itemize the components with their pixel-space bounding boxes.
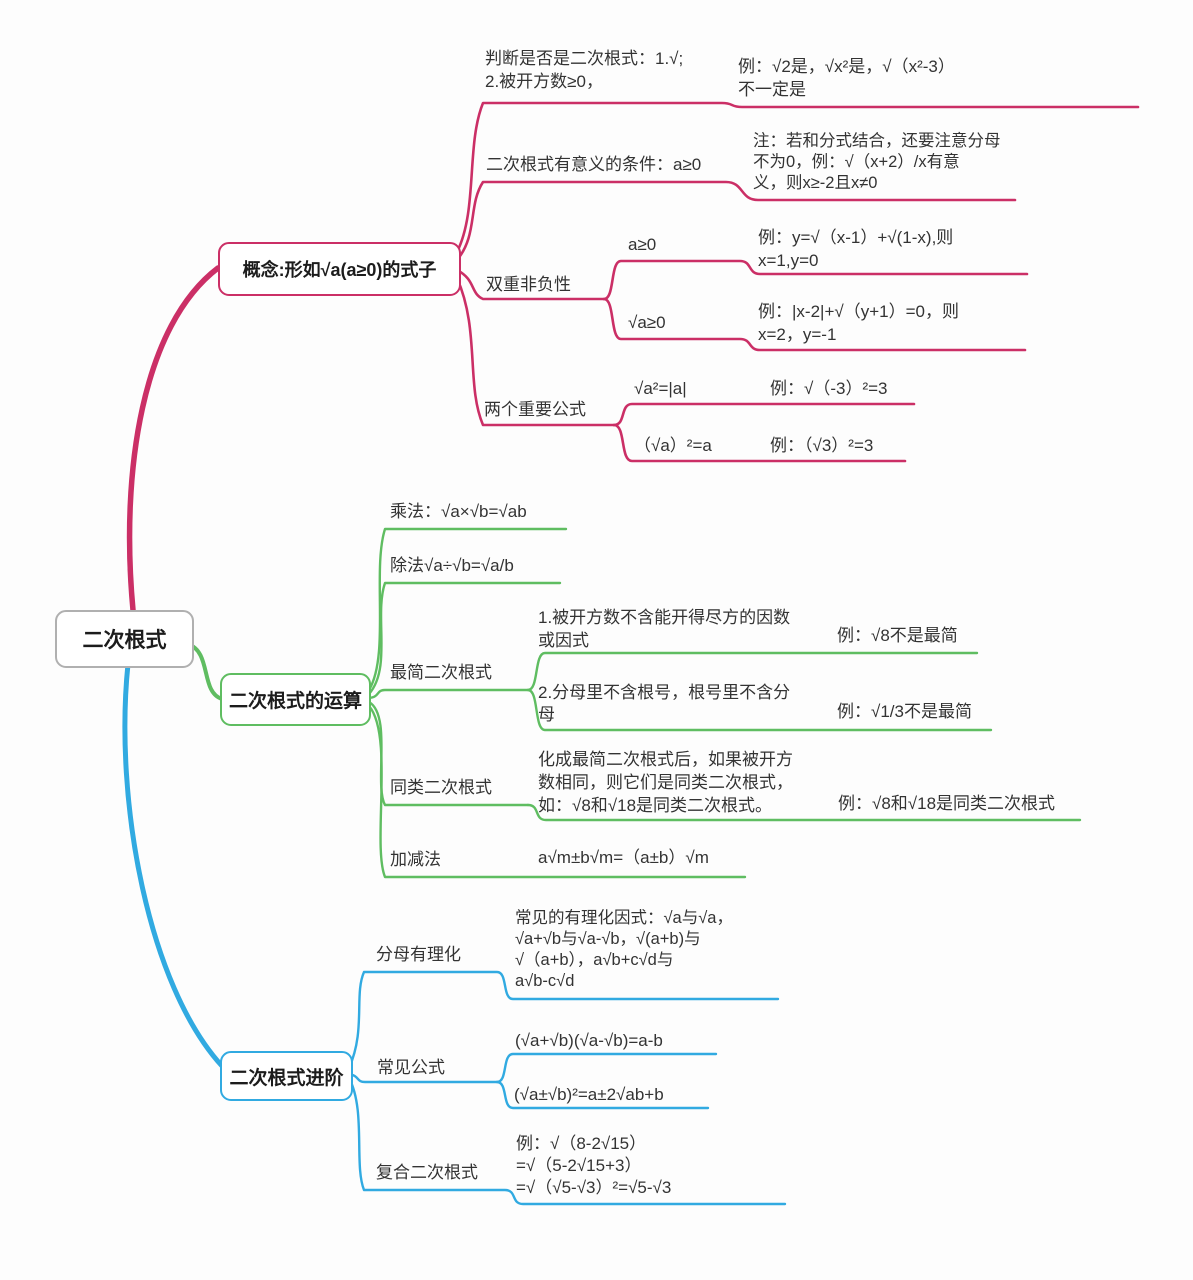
branch-op-addsub <box>367 704 747 879</box>
branch-adv-compound <box>347 1076 787 1206</box>
branch-keyformula-2 <box>612 423 907 463</box>
node-rationalize[interactable]: 分母有理化 <box>376 945 461 964</box>
node-addsub-formula[interactable]: a√m±b√m=（a±b）√m <box>538 848 709 867</box>
node-rootvalue-nonneg[interactable]: √a≥0 <box>628 313 666 332</box>
node-simplest[interactable]: 最简二次根式 <box>390 663 492 682</box>
node-double-nonneg[interactable]: 双重非负性 <box>486 275 571 294</box>
branch-concept-keyformulas <box>455 276 616 427</box>
node-formula-abs-example[interactable]: 例：√（-3）²=3 <box>770 379 888 398</box>
node-judge-example[interactable]: 例：√2是，√x²是，√（x²-3） 不一定是 <box>738 57 955 99</box>
branch-simplest-rule2 <box>526 688 993 732</box>
node-meaningful[interactable]: 二次根式有意义的条件：a≥0 <box>486 155 702 174</box>
node-simplest-rule2[interactable]: 2.分母里不含根号，根号里不含分 母 <box>538 683 791 724</box>
branch-concept-nonneg <box>455 268 606 301</box>
node-judge[interactable]: 判断是否是二次根式：1.√; 2.被开方数≥0， <box>485 49 684 91</box>
node-common-formula-2[interactable]: (√a±√b)²=a±2√ab+b <box>514 1085 664 1104</box>
node-rootvalue-example[interactable]: 例：|x-2|+√（y+1）=0，则 x=2，y=-1 <box>758 302 959 344</box>
branch-nonneg-rootvalue <box>602 297 1027 352</box>
node-addsub[interactable]: 加减法 <box>390 850 441 869</box>
node-simplest-rule1[interactable]: 1.被开方数不含能开得尽方的因数 或因式 <box>538 608 791 650</box>
root-topic[interactable]: 二次根式 <box>55 610 194 668</box>
branch-root-to-advanced <box>122 661 225 1069</box>
node-radicand-example[interactable]: 例：y=√（x-1）+√(1-x),则 x=1,y=0 <box>758 228 954 270</box>
branch-keyformula-1 <box>612 402 916 427</box>
node-key-formulas[interactable]: 两个重要公式 <box>484 400 586 419</box>
branch-op-multiply <box>367 527 568 692</box>
node-meaningful-note[interactable]: 注：若和分式结合，还要注意分母 不为0，例：√（x+2）/x有意 义，则x≥-2… <box>753 132 1001 192</box>
branch-concept-meaningful <box>455 180 1017 262</box>
node-similar[interactable]: 同类二次根式 <box>390 778 492 797</box>
topic-concept[interactable]: 概念:形如√a(a≥0)的式子 <box>218 242 461 296</box>
node-simplest-rule2-example[interactable]: 例：√1/3不是最简 <box>837 702 972 721</box>
node-common-formulas[interactable]: 常见公式 <box>377 1058 445 1077</box>
node-simplest-rule1-example[interactable]: 例：√8不是最简 <box>837 626 958 645</box>
node-formula-abs[interactable]: √a²=|a| <box>634 379 687 398</box>
branch-op-divide <box>367 581 562 696</box>
node-compound[interactable]: 复合二次根式 <box>376 1163 478 1182</box>
node-compound-example[interactable]: 例：√（8-2√15） =√（5-2√15+3） =√（√5-√3）²=√5-√… <box>516 1134 672 1197</box>
branch-op-simplest <box>367 688 530 700</box>
branch-formula-1 <box>495 1052 718 1084</box>
node-divide[interactable]: 除法√a÷√b=√a/b <box>390 556 514 575</box>
node-rationalize-desc[interactable]: 常见的有理化因式：√a与√a， √a+√b与√a-√b，√(a+b)与 √（a+… <box>515 909 733 990</box>
branch-concept-judge <box>455 101 1140 254</box>
topic-operations[interactable]: 二次根式的运算 <box>220 673 371 726</box>
node-multiply[interactable]: 乘法：√a×√b=√ab <box>390 502 527 521</box>
branch-root-to-concept <box>126 265 221 613</box>
node-similar-example[interactable]: 例：√8和√18是同类二次根式 <box>838 794 1056 813</box>
branch-simplest-rule1 <box>526 651 979 692</box>
branch-adv-rationalize <box>347 970 780 1070</box>
topic-advanced[interactable]: 二次根式进阶 <box>220 1051 353 1101</box>
node-common-formula-1[interactable]: (√a+√b)(√a-√b)=a-b <box>515 1031 663 1050</box>
branch-similar-desc <box>526 803 1082 822</box>
node-formula-square[interactable]: （√a）²=a <box>634 436 712 455</box>
node-similar-desc[interactable]: 化成最简二次根式后，如果被开方 数相同，则它们是同类二次根式， 如：√8和√18… <box>538 750 793 815</box>
node-radicand-nonneg[interactable]: a≥0 <box>628 235 657 254</box>
branch-root-to-operations <box>186 642 224 701</box>
branch-formula-2 <box>495 1080 710 1110</box>
branch-nonneg-radicand <box>602 259 1029 301</box>
node-formula-square-example[interactable]: 例：（√3）²=3 <box>770 436 874 455</box>
